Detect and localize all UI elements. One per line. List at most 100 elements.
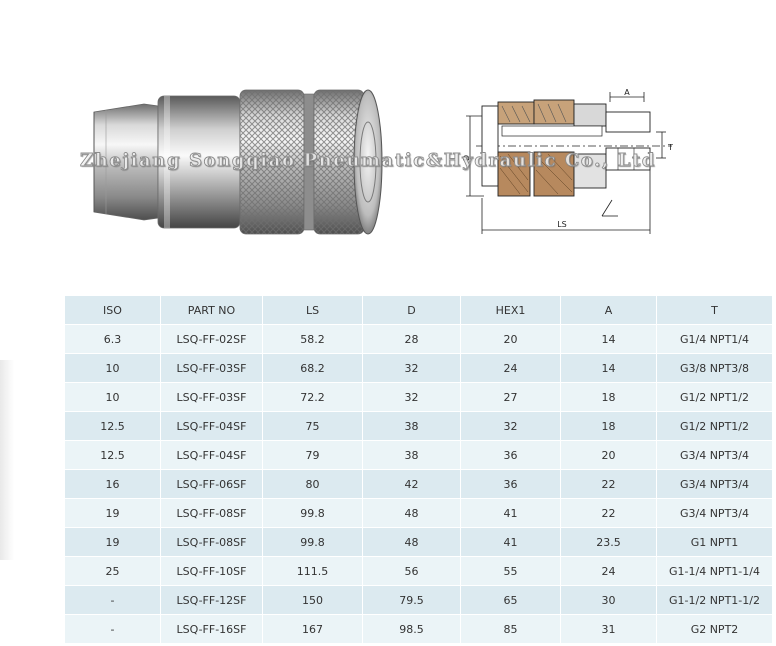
cell-t: G1-1/4 NPT1-1/4 xyxy=(656,556,773,586)
cell-d: 38 xyxy=(362,411,461,441)
cell-a: 14 xyxy=(560,324,657,354)
cell-t: G3/4 NPT3/4 xyxy=(656,498,773,528)
cell-a: 14 xyxy=(560,353,657,383)
cell-t: G1/2 NPT1/2 xyxy=(656,411,773,441)
cell-hex1: 55 xyxy=(460,556,561,586)
cell-d: 42 xyxy=(362,469,461,499)
cell-iso: 19 xyxy=(64,498,161,528)
cell-part-no: LSQ-FF-04SF xyxy=(160,411,263,441)
cell-t: G3/4 NPT3/4 xyxy=(656,469,773,499)
cell-hex1: 32 xyxy=(460,411,561,441)
cell-ls: 150 xyxy=(262,585,363,615)
cell-part-no: LSQ-FF-03SF xyxy=(160,382,263,412)
cell-iso: 16 xyxy=(64,469,161,499)
cell-a: 20 xyxy=(560,440,657,470)
cell-iso: - xyxy=(64,585,161,615)
cell-t: G3/4 NPT3/4 xyxy=(656,440,773,470)
cell-ls: 79 xyxy=(262,440,363,470)
column-header-hex1: HEX1 xyxy=(460,295,561,325)
cell-a: 30 xyxy=(560,585,657,615)
cell-hex1: 65 xyxy=(460,585,561,615)
dimension-label-t: T xyxy=(667,143,673,152)
cell-ls: 80 xyxy=(262,469,363,499)
cell-ls: 75 xyxy=(262,411,363,441)
cell-hex1: 20 xyxy=(460,324,561,354)
cell-a: 23.5 xyxy=(560,527,657,557)
cell-ls: 58.2 xyxy=(262,324,363,354)
cell-iso: 19 xyxy=(64,527,161,557)
cell-ls: 68.2 xyxy=(262,353,363,383)
cell-d: 98.5 xyxy=(362,614,461,644)
cell-part-no: LSQ-FF-03SF xyxy=(160,353,263,383)
cell-d: 38 xyxy=(362,440,461,470)
column-header-part-no: PART NO xyxy=(160,295,263,325)
cell-hex1: 36 xyxy=(460,469,561,499)
cell-part-no: LSQ-FF-06SF xyxy=(160,469,263,499)
cell-part-no: LSQ-FF-10SF xyxy=(160,556,263,586)
page-edge-shadow xyxy=(0,360,14,560)
cell-d: 32 xyxy=(362,353,461,383)
cell-iso: 10 xyxy=(64,382,161,412)
cell-d: 28 xyxy=(362,324,461,354)
cell-ls: 99.8 xyxy=(262,527,363,557)
cell-iso: 10 xyxy=(64,353,161,383)
cell-a: 18 xyxy=(560,382,657,412)
cell-ls: 72.2 xyxy=(262,382,363,412)
cell-hex1: 24 xyxy=(460,353,561,383)
cell-a: 22 xyxy=(560,469,657,499)
cell-iso: 12.5 xyxy=(64,440,161,470)
cell-a: 24 xyxy=(560,556,657,586)
cell-ls: 99.8 xyxy=(262,498,363,528)
dimension-label-d: D xyxy=(462,155,471,161)
cell-t: G1-1/2 NPT1-1/2 xyxy=(656,585,773,615)
cell-hex1: 36 xyxy=(460,440,561,470)
cross-section-drawing: A D LS T xyxy=(462,88,673,234)
cell-ls: 111.5 xyxy=(262,556,363,586)
cell-iso: 25 xyxy=(64,556,161,586)
column-header-a: A xyxy=(560,295,657,325)
cell-part-no: LSQ-FF-08SF xyxy=(160,498,263,528)
cell-d: 48 xyxy=(362,498,461,528)
cell-hex1: 27 xyxy=(460,382,561,412)
dimension-label-a: A xyxy=(624,88,630,97)
cell-t: G1 NPT1 xyxy=(656,527,773,557)
cell-t: G1/4 NPT1/4 xyxy=(656,324,773,354)
cell-a: 22 xyxy=(560,498,657,528)
cell-iso: - xyxy=(64,614,161,644)
dimension-label-ls: LS xyxy=(557,220,567,229)
cell-part-no: LSQ-FF-12SF xyxy=(160,585,263,615)
cell-d: 48 xyxy=(362,527,461,557)
cell-iso: 6.3 xyxy=(64,324,161,354)
cell-ls: 167 xyxy=(262,614,363,644)
column-header-ls: LS xyxy=(262,295,363,325)
cell-t: G1/2 NPT1/2 xyxy=(656,382,773,412)
cell-t: G3/8 NPT3/8 xyxy=(656,353,773,383)
cell-iso: 12.5 xyxy=(64,411,161,441)
cell-part-no: LSQ-FF-04SF xyxy=(160,440,263,470)
column-header-iso: ISO xyxy=(64,295,161,325)
column-header-t: T xyxy=(656,295,773,325)
cell-t: G2 NPT2 xyxy=(656,614,773,644)
cell-d: 32 xyxy=(362,382,461,412)
cell-part-no: LSQ-FF-08SF xyxy=(160,527,263,557)
cell-hex1: 85 xyxy=(460,614,561,644)
cell-hex1: 41 xyxy=(460,498,561,528)
cell-d: 56 xyxy=(362,556,461,586)
cell-part-no: LSQ-FF-02SF xyxy=(160,324,263,354)
coupler-photo xyxy=(93,89,383,235)
cell-a: 18 xyxy=(560,411,657,441)
